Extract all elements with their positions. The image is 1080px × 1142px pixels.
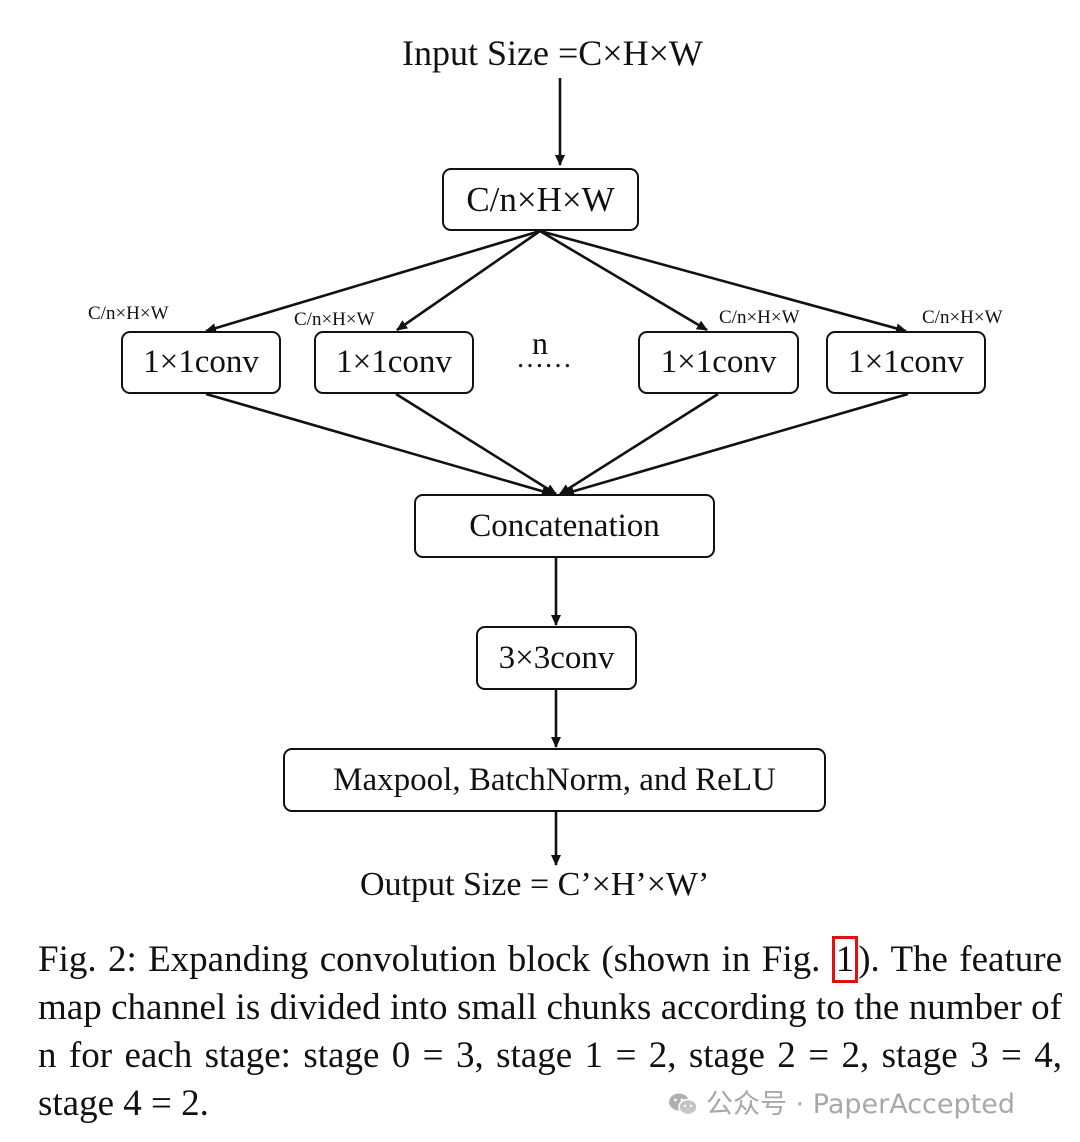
conv3-box: 3×3conv	[476, 626, 637, 690]
arrow-merge-4	[563, 392, 909, 497]
branch-label-2: C/n×H×W	[294, 309, 375, 330]
branch-label-1: C/n×H×W	[88, 303, 169, 324]
wechat-icon	[669, 1093, 698, 1116]
arrow-branch-4	[539, 229, 907, 334]
arrow-branch-1	[205, 229, 541, 333]
watermark: 公众号 · PaperAccepted	[668, 1082, 1015, 1121]
conv1-box-2: 1×1conv	[314, 331, 474, 394]
figure-caption: Fig. 2: Expanding convolution block (sho…	[38, 936, 1062, 1128]
n-label: n	[532, 325, 548, 361]
arrow-branch-2	[396, 229, 541, 332]
arrow-merge-3	[559, 392, 719, 496]
output-size-label: Output Size = C’×H’×W’	[360, 866, 710, 903]
caption-prefix: Fig. 2: Expanding convolution block (sho…	[38, 939, 832, 980]
arrow-merge-2	[395, 392, 557, 496]
conv1-box-1: 1×1conv	[121, 331, 281, 394]
conv1-box-4: 1×1conv	[826, 331, 986, 394]
post-processing-box: Maxpool, BatchNorm, and ReLU	[283, 748, 826, 812]
watermark-text: 公众号 · PaperAccepted	[706, 1089, 1015, 1120]
ellipsis-dots: ……	[516, 343, 572, 374]
caption-suffix: ). The feature map channel is divided in…	[38, 939, 1062, 1124]
figure-reference-link[interactable]: 1	[831, 936, 859, 983]
arrow-branch-3	[539, 229, 708, 332]
split-box: C/n×H×W	[442, 168, 639, 231]
branch-label-4: C/n×H×W	[922, 307, 1003, 328]
arrow-merge-1	[205, 392, 553, 497]
concatenation-box: Concatenation	[414, 494, 715, 558]
branch-label-3: C/n×H×W	[719, 307, 800, 328]
conv1-box-3: 1×1conv	[638, 331, 799, 394]
input-size-label: Input Size =C×H×W	[402, 33, 703, 73]
